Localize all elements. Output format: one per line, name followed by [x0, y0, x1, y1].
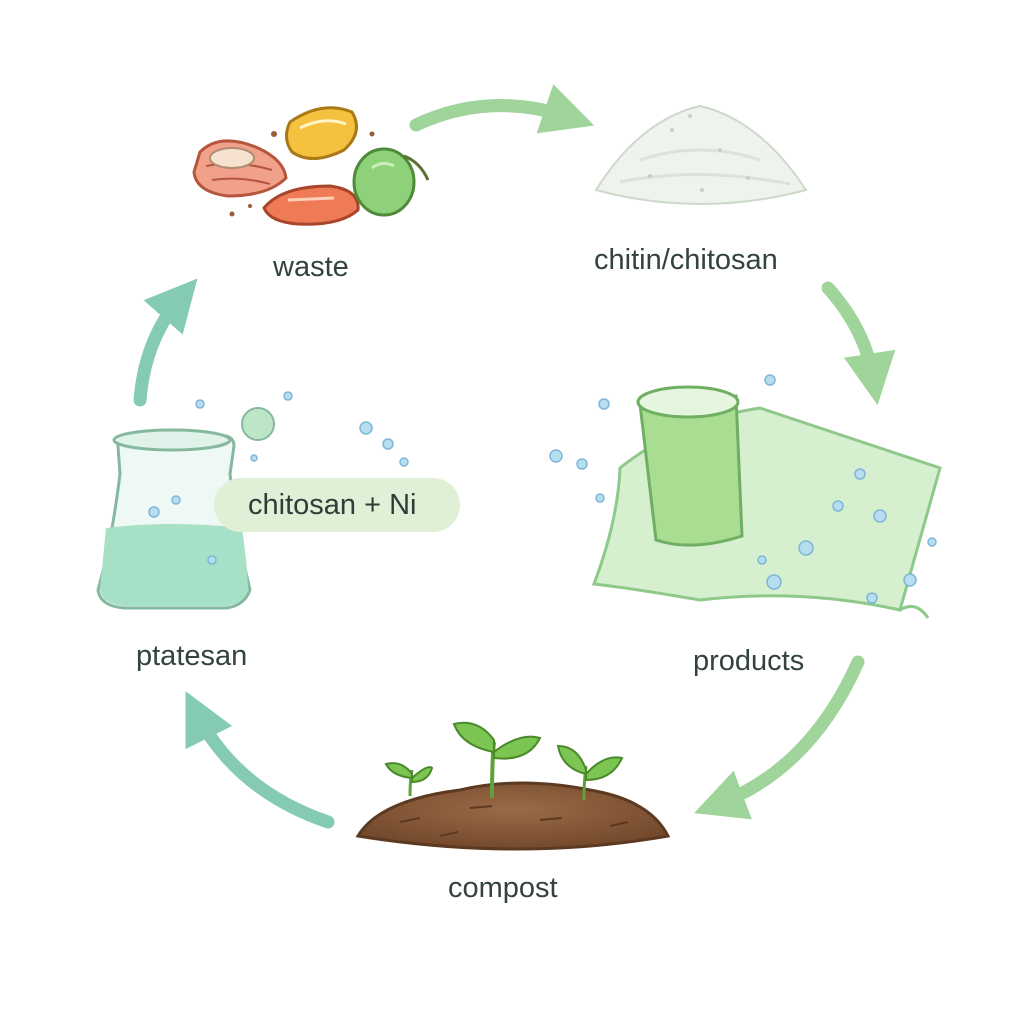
chitin-chitosan-label: chitin/chitosan: [594, 244, 778, 276]
arrow-products-to-compost: [694, 655, 865, 820]
flask-label: ptatesan: [136, 640, 248, 672]
compost-label: compost: [448, 872, 558, 904]
arrow-compost-to-flask: [185, 691, 335, 829]
products-label: products: [693, 645, 805, 677]
waste-label: waste: [273, 251, 349, 283]
arrow-waste-to-chitin: [409, 84, 595, 134]
arrow-flask-to-waste: [133, 278, 198, 407]
flask-icon: [96, 391, 409, 610]
arrow-chitin-to-products: [821, 281, 896, 406]
powder-pile-icon: [594, 104, 808, 205]
soil-with-sprouts-icon: [355, 721, 671, 851]
cup-and-film-icon: [549, 374, 942, 619]
food-scraps-icon: [192, 106, 430, 226]
chitosan-ni-callout: chitosan + Ni: [214, 478, 460, 532]
